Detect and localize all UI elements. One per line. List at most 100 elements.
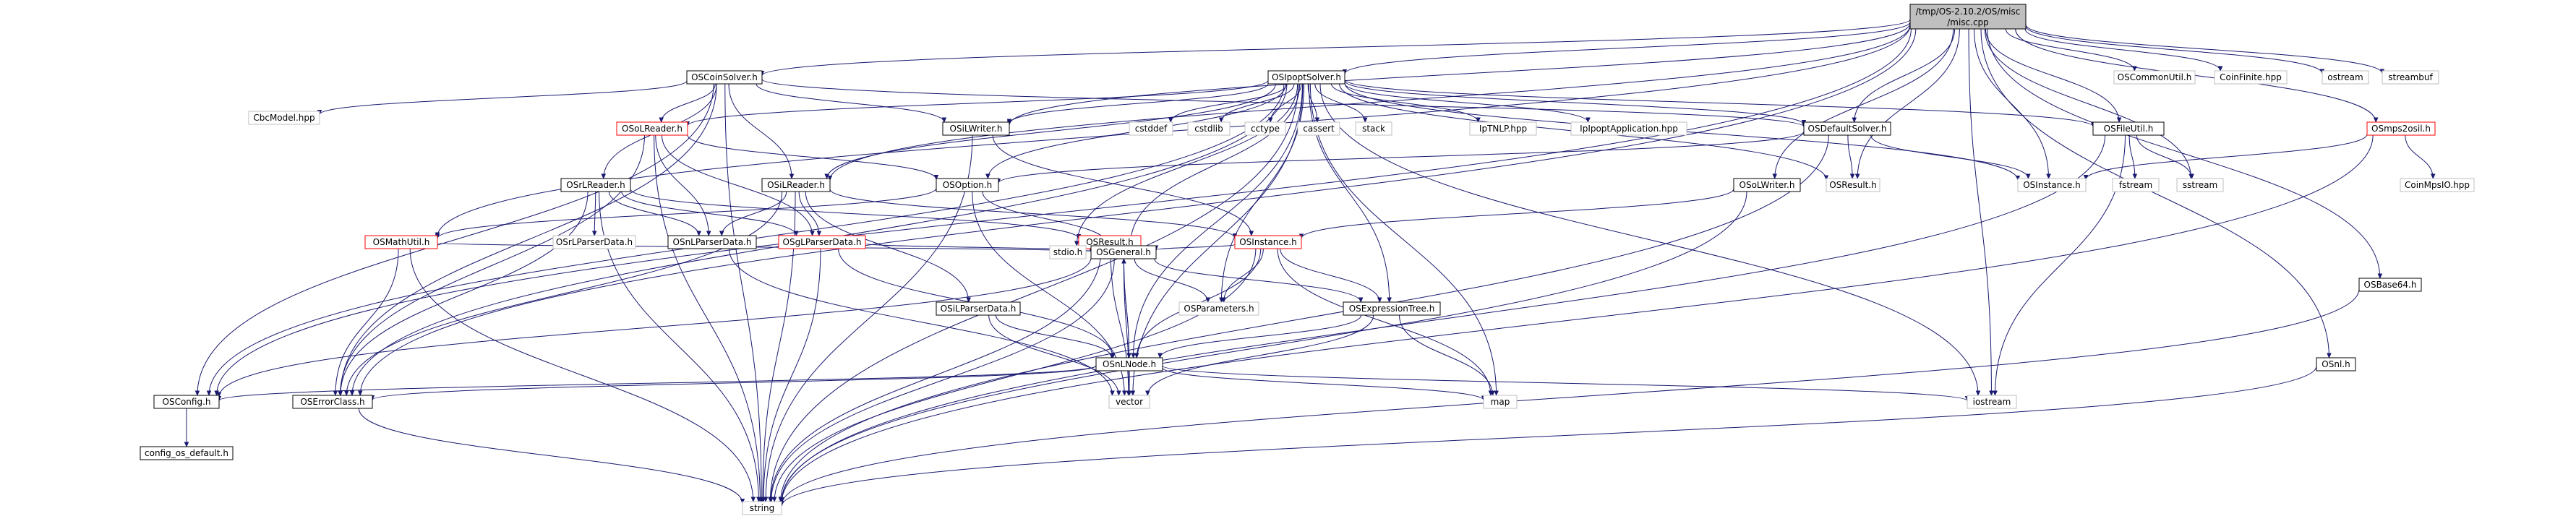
node-layer: /tmp/OS-2.10.2/OS/misc /misc.cpp OSCoinS…: [140, 4, 2475, 515]
graph-node-label-streambuf: streambuf: [2388, 72, 2433, 82]
graph-node-CoinMpsIO: CoinMpsIO.hpp: [2400, 178, 2475, 192]
graph-node-OSgLParserData[interactable]: OSgLParserData.h: [778, 235, 866, 249]
graph-node-config_os_default[interactable]: config_os_default.h: [140, 446, 234, 460]
graph-node-label-fstream: fstream: [2119, 180, 2152, 190]
graph-node-label-OSInstance: OSInstance.h: [1239, 237, 1297, 247]
edge-OSCoinSolver-to-CbcModel: [320, 80, 688, 115]
edge-OSExpressionTree-to-OSnLNode: [1160, 314, 1362, 358]
graph-node-OSiLReader[interactable]: OSiLReader.h: [761, 178, 831, 192]
graph-node-label-CoinMpsIO: CoinMpsIO.hpp: [2405, 180, 2470, 190]
edge-OSIpoptSolver-to-OSGeneral: [1130, 83, 1301, 246]
graph-node-OSConfig[interactable]: OSConfig.h: [153, 395, 220, 409]
graph-node-box-OSInstance: [1234, 235, 1302, 249]
graph-node-box-IpIpoptApplication: [1570, 121, 1687, 136]
graph-node-OSExpressionTree[interactable]: OSExpressionTree.h: [1343, 301, 1441, 316]
edge-root-to-OSmps2osil: [2015, 28, 2376, 122]
graph-node-root[interactable]: /tmp/OS-2.10.2/OS/misc /misc.cpp: [1909, 4, 2027, 30]
graph-node-box-OSInstanceH: [2017, 178, 2087, 192]
graph-node-OSrLReader[interactable]: OSrLReader.h: [560, 178, 631, 192]
graph-node-OSParameters: OSParameters.h: [1178, 301, 1259, 316]
graph-node-box-vector: [1108, 395, 1150, 409]
edge-OSiLReader-to-OSErrorClass: [346, 191, 783, 395]
edge-root-to-OSIpoptSolver: [1345, 22, 1911, 74]
graph-node-stdio: stdio.h: [1049, 245, 1087, 259]
graph-node-box-OSParameters: [1178, 301, 1259, 316]
edge-OSoLReader-to-string: [654, 134, 761, 502]
graph-node-label-iostream: iostream: [1973, 397, 2011, 407]
edge-OSIpoptSolver-to-OSnLNode: [1134, 83, 1303, 358]
edge-OSDefaultSolver-to-string: [781, 134, 1829, 502]
graph-node-OSnLNode[interactable]: OSnLNode.h: [1095, 357, 1163, 371]
graph-node-box-OSCoinSolver: [686, 70, 763, 85]
edge-root-to-CoinFinite: [2024, 28, 2220, 71]
graph-node-box-cstdlib: [1187, 121, 1231, 136]
edge-OSiLWriter-to-OSInstance: [992, 134, 1251, 236]
edge-OSDefaultSolver-to-OSResultH: [1847, 134, 1852, 179]
graph-node-ostream: ostream: [2322, 70, 2369, 85]
graph-node-box-string: [742, 501, 782, 515]
graph-node-OSrLParserData: OSrLParserData.h: [552, 235, 636, 249]
graph-node-label-string: string: [750, 503, 774, 513]
graph-node-label-OSResultH: OSResult.h: [1829, 180, 1877, 190]
graph-node-map: map: [1483, 395, 1518, 409]
edge-OSiLParserData-to-vector: [988, 314, 1119, 395]
edge-OSCoinSolver-to-OSDefaultSolver: [761, 78, 1804, 126]
graph-node-box-OSIpoptSolver: [1267, 70, 1345, 85]
graph-node-box-OSFileUtil: [2092, 121, 2165, 136]
graph-node-label-stdio: stdio.h: [1053, 247, 1082, 257]
edge-OSGeneral-to-OSConfig: [219, 257, 1092, 397]
edge-root-to-OSMathUtil: [437, 25, 1911, 237]
graph-node-OSmps2osil[interactable]: OSmps2osil.h: [2366, 121, 2436, 136]
graph-node-OSCoinSolver[interactable]: OSCoinSolver.h: [686, 70, 763, 85]
graph-node-label-OSFileUtil: OSFileUtil.h: [2104, 124, 2154, 134]
edge-root-to-OSConfig: [217, 28, 1912, 395]
graph-node-label-CbcModel: CbcModel.hpp: [253, 113, 314, 123]
graph-node-OSErrorClass[interactable]: OSErrorClass.h: [292, 395, 373, 409]
edge-OSDefaultSolver-to-OSInstanceH: [1870, 134, 2029, 179]
graph-node-box-OSrLParserData: [552, 235, 636, 249]
graph-node-label-cstddef: cstddef: [1135, 124, 1168, 134]
graph-node-OSGeneral[interactable]: OSGeneral.h: [1090, 245, 1157, 259]
graph-node-label-cctype: cctype: [1251, 124, 1280, 134]
graph-node-label-OSgLParserData: OSgLParserData.h: [783, 237, 862, 247]
graph-node-OSDefaultSolver[interactable]: OSDefaultSolver.h: [1803, 121, 1891, 136]
edge-OSBase64-to-string: [782, 288, 2360, 505]
graph-node-OSFileUtil[interactable]: OSFileUtil.h: [2092, 121, 2165, 136]
edge-OSIpoptSolver-to-iostream: [1319, 83, 1978, 395]
graph-node-box-sstream: [2176, 178, 2224, 192]
graph-node-label-OSiLReader: OSiLReader.h: [767, 180, 825, 190]
edge-OSInstance-to-string: [774, 248, 1257, 502]
graph-node-OSBase64[interactable]: OSBase64.h: [2358, 278, 2422, 292]
graph-node-OSOption[interactable]: OSOption.h: [936, 178, 999, 192]
graph-node-label-OSMathUtil: OSMathUtil.h: [373, 237, 430, 247]
edge-OSIpoptSolver-to-cstddef: [1171, 83, 1288, 122]
graph-node-CbcModel: CbcModel.hpp: [248, 111, 320, 125]
graph-node-label-OSCoinSolver: OSCoinSolver.h: [691, 72, 758, 82]
graph-node-OSoLReader[interactable]: OSoLReader.h: [616, 121, 688, 136]
root-label-line2: /misc.cpp: [1947, 17, 1989, 27]
graph-node-OSoLWriter[interactable]: OSoLWriter.h: [1733, 178, 1801, 192]
edge-OSIpoptSolver-to-OSDefaultSolver: [1344, 80, 1804, 124]
graph-node-OSiLParserData[interactable]: OSiLParserData.h: [936, 301, 1021, 316]
graph-node-label-IpTNLP: IpTNLP.hpp: [1479, 124, 1527, 134]
graph-node-label-OSInstanceH: OSInstance.h: [2023, 180, 2081, 190]
graph-node-OSMathUtil[interactable]: OSMathUtil.h: [364, 235, 438, 249]
graph-node-box-OSExpressionTree: [1343, 301, 1441, 316]
graph-node-OSnl[interactable]: OSnl.h: [2316, 357, 2356, 371]
graph-node-streambuf: streambuf: [2382, 70, 2439, 85]
graph-node-box-OSoLWriter: [1733, 178, 1801, 192]
graph-node-OSIpoptSolver[interactable]: OSIpoptSolver.h: [1267, 70, 1345, 85]
edge-OSIpoptSolver-to-stack: [1314, 83, 1365, 122]
graph-node-OSiLWriter[interactable]: OSiLWriter.h: [942, 121, 1010, 136]
graph-node-label-OSnLNode: OSnLNode.h: [1103, 359, 1156, 369]
graph-node-OSInstance[interactable]: OSInstance.h: [1234, 235, 1302, 249]
graph-node-OSnLParserData[interactable]: OSnLParserData.h: [667, 235, 757, 249]
graph-node-label-OSResult: OSResult.h: [1086, 237, 1134, 247]
edge-root-to-OSInstanceH: [1973, 28, 2048, 179]
graph-node-OSCommonUtil: OSCommonUtil.h: [2113, 70, 2196, 85]
graph-node-box-stdio: [1049, 245, 1087, 259]
graph-node-label-OSnLParserData: OSnLParserData.h: [673, 237, 752, 247]
edge-OSIpoptSolver-to-cstdlib: [1221, 83, 1295, 122]
edge-OSrLReader-to-OSErrorClass: [341, 191, 589, 395]
edge-OSnLNode-to-map: [1162, 367, 1484, 400]
